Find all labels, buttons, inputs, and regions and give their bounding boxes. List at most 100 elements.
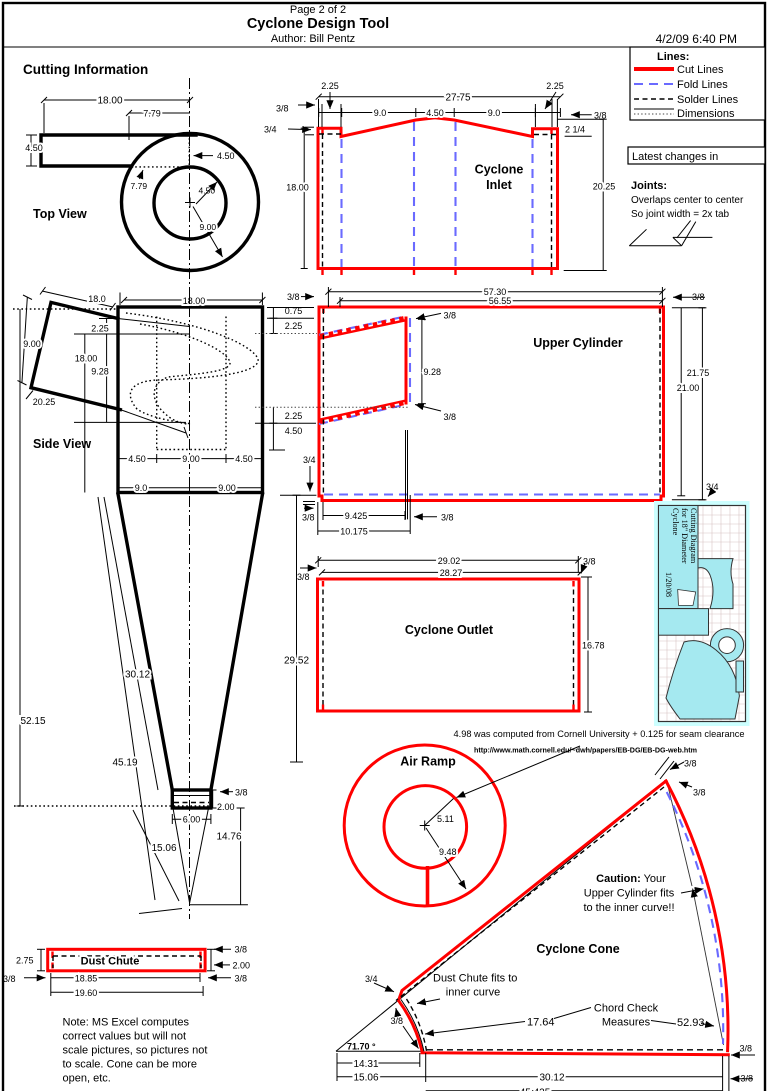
svg-text:Top View: Top View <box>33 207 87 221</box>
svg-text:for 18" Diameter: for 18" Diameter <box>680 508 689 564</box>
svg-text:28.27: 28.27 <box>440 568 463 578</box>
svg-text:Cutting Information: Cutting Information <box>23 62 148 77</box>
svg-text:Side View: Side View <box>33 437 91 451</box>
svg-text:4/2/09 6:40 PM: 4/2/09 6:40 PM <box>656 32 737 46</box>
svg-text:3/8: 3/8 <box>297 572 310 582</box>
svg-text:18.00: 18.00 <box>286 183 309 193</box>
svg-text:10.175: 10.175 <box>340 527 368 537</box>
svg-text:7.79: 7.79 <box>131 181 148 191</box>
svg-text:open, etc.: open, etc. <box>63 1073 111 1085</box>
svg-text:18.00: 18.00 <box>75 354 98 364</box>
svg-text:4.50: 4.50 <box>128 454 146 464</box>
svg-text:Fold Lines: Fold Lines <box>677 79 728 91</box>
svg-text:18.85: 18.85 <box>75 973 98 983</box>
svg-text:2.00: 2.00 <box>233 961 251 971</box>
svg-text:3/8: 3/8 <box>444 311 457 321</box>
svg-text:71.70 °: 71.70 ° <box>347 1042 376 1052</box>
svg-text:2 1/4: 2 1/4 <box>565 125 585 135</box>
svg-text:18.0: 18.0 <box>88 294 106 304</box>
svg-text:Air Ramp: Air Ramp <box>400 755 456 769</box>
svg-text:Measures: Measures <box>602 1017 651 1029</box>
svg-text:19.60: 19.60 <box>75 988 98 998</box>
svg-text:9.425: 9.425 <box>345 511 368 521</box>
svg-text:2.00: 2.00 <box>217 802 235 812</box>
svg-text:Chord Check: Chord Check <box>594 1003 659 1015</box>
svg-text:30.12: 30.12 <box>539 1072 564 1083</box>
svg-text:4.50: 4.50 <box>25 143 43 153</box>
svg-text:correct values but will not: correct values but will not <box>63 1031 187 1043</box>
svg-text:3/8: 3/8 <box>740 1044 753 1054</box>
svg-text:18.00: 18.00 <box>97 96 122 107</box>
svg-text:9.48: 9.48 <box>439 847 457 857</box>
svg-text:9.28: 9.28 <box>424 367 442 377</box>
svg-text:4.98 was computed from Cornel: 4.98 was computed from Cornell Universit… <box>454 729 745 740</box>
svg-text:Latest changes in: Latest changes in <box>632 151 718 163</box>
svg-text:7.79: 7.79 <box>143 109 161 119</box>
svg-text:3/8: 3/8 <box>276 104 289 114</box>
svg-text:3/8: 3/8 <box>391 1016 404 1026</box>
svg-text:56.55: 56.55 <box>489 296 512 306</box>
svg-text:14.31: 14.31 <box>353 1059 378 1070</box>
svg-text:29.52: 29.52 <box>284 656 309 667</box>
svg-text:http://www.math.cornell.edu/~d: http://www.math.cornell.edu/~dwh/papers/… <box>474 745 697 754</box>
svg-text:9.0: 9.0 <box>135 483 148 493</box>
svg-text:29.02: 29.02 <box>438 556 461 566</box>
svg-text:inner curve: inner curve <box>446 987 500 999</box>
svg-text:Cut Lines: Cut Lines <box>677 64 724 76</box>
svg-text:57.30: 57.30 <box>484 287 507 297</box>
svg-text:0.75: 0.75 <box>285 306 303 316</box>
svg-text:30.12: 30.12 <box>125 670 150 681</box>
svg-text:16.78: 16.78 <box>582 641 605 651</box>
svg-text:3/4: 3/4 <box>303 455 316 465</box>
svg-text:Caution: Your: Caution: Your <box>596 873 666 885</box>
svg-text:1/20/08: 1/20/08 <box>664 572 673 597</box>
svg-text:3/8: 3/8 <box>3 974 16 984</box>
svg-text:3/8: 3/8 <box>444 412 457 422</box>
svg-text:2.25: 2.25 <box>91 324 109 334</box>
svg-text:3/4: 3/4 <box>706 482 719 492</box>
svg-text:3/8: 3/8 <box>684 759 697 769</box>
svg-text:15.06: 15.06 <box>353 1072 378 1083</box>
svg-text:3/8: 3/8 <box>741 1074 754 1084</box>
svg-text:2.25: 2.25 <box>546 81 564 91</box>
svg-text:4.50: 4.50 <box>217 151 235 161</box>
svg-text:2.25: 2.25 <box>285 411 303 421</box>
svg-text:Cyclone Outlet: Cyclone Outlet <box>405 623 494 637</box>
svg-text:4.50: 4.50 <box>199 186 216 196</box>
svg-text:Lines:: Lines: <box>657 51 689 63</box>
svg-text:Cyclone: Cyclone <box>475 163 524 177</box>
svg-text:2.25: 2.25 <box>321 81 339 91</box>
svg-text:52.93: 52.93 <box>677 1017 705 1029</box>
svg-text:Cyclone Design Tool: Cyclone Design Tool <box>247 16 389 32</box>
svg-text:9.00: 9.00 <box>218 483 236 493</box>
svg-text:9.00: 9.00 <box>23 339 41 349</box>
svg-text:21.75: 21.75 <box>687 368 710 378</box>
svg-text:Author: Bill Pentz: Author: Bill Pentz <box>271 33 355 45</box>
svg-text:Solder Lines: Solder Lines <box>677 94 739 106</box>
svg-text:3/8: 3/8 <box>235 945 248 955</box>
svg-text:to the inner curve!!: to the inner curve!! <box>583 902 674 914</box>
svg-text:scale pictures, so pictures no: scale pictures, so pictures not <box>63 1045 208 1057</box>
svg-text:Inlet: Inlet <box>486 178 513 192</box>
svg-text:15.06: 15.06 <box>151 843 176 854</box>
svg-text:14.76: 14.76 <box>216 832 241 843</box>
svg-text:3/8: 3/8 <box>692 292 705 302</box>
svg-text:3/8: 3/8 <box>583 557 596 567</box>
svg-text:45.19: 45.19 <box>112 758 137 769</box>
svg-text:9.0: 9.0 <box>374 108 387 118</box>
svg-text:3/8: 3/8 <box>235 973 248 983</box>
svg-text:21.00: 21.00 <box>677 383 700 393</box>
svg-text:Dust Chute: Dust Chute <box>81 956 140 968</box>
svg-text:Upper Cylinder: Upper Cylinder <box>533 336 623 350</box>
svg-text:Page 2 of 2: Page 2 of 2 <box>290 4 346 16</box>
svg-text:Cutting Diagram: Cutting Diagram <box>689 508 698 564</box>
svg-text:9.28: 9.28 <box>91 367 109 377</box>
svg-text:Dust Chute fits to: Dust Chute fits to <box>433 973 517 985</box>
svg-text:20.25: 20.25 <box>33 397 56 407</box>
svg-text:to scale. Cone can be more: to scale. Cone can be more <box>63 1059 198 1071</box>
svg-text:3/8: 3/8 <box>302 513 315 523</box>
svg-text:52.15: 52.15 <box>21 716 46 727</box>
svg-text:Upper Cylinder fits: Upper Cylinder fits <box>584 888 675 900</box>
svg-text:4.50: 4.50 <box>285 426 303 436</box>
svg-text:3/4: 3/4 <box>365 974 378 984</box>
